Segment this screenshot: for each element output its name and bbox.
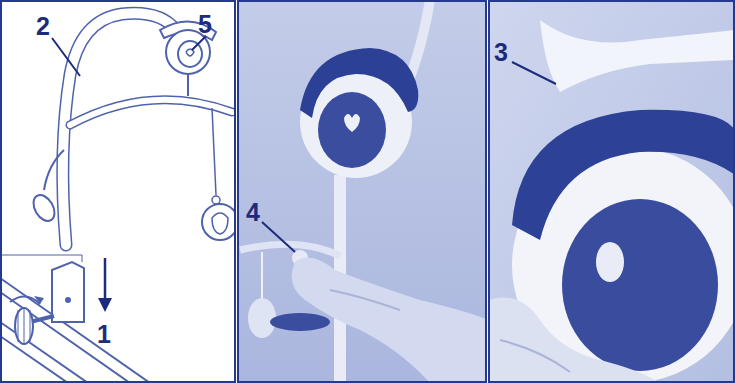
clamp-screw: [65, 297, 71, 303]
toy-string: [261, 252, 263, 300]
panel-background: [2, 2, 234, 381]
callout-number: 4: [246, 198, 260, 226]
leader-line: [192, 36, 206, 50]
hanging-toy: [29, 191, 59, 224]
music-box-dial: [562, 199, 718, 371]
clamp-knob: [15, 308, 33, 344]
direction-arrowhead: [98, 298, 112, 312]
turn-arrowhead: [34, 296, 44, 304]
panel-background: [239, 2, 485, 381]
knob-grip: [18, 308, 30, 344]
photo-panel: [490, 2, 733, 381]
direction-arrow: [104, 258, 107, 300]
mobile-arm-outline: [63, 13, 176, 245]
toy-string: [44, 150, 64, 190]
hand: [490, 298, 660, 382]
callout-number: 5: [198, 10, 212, 38]
panel-frame: [1, 1, 235, 382]
music-box-chain: [187, 74, 189, 96]
callout-number: 2: [36, 12, 50, 40]
finger-crease: [500, 340, 570, 372]
callout-number: 3: [494, 38, 508, 66]
crossbar-fill: [70, 100, 232, 125]
crib-rail: [2, 336, 68, 381]
crossbar: [240, 244, 340, 256]
leader-line: [262, 222, 295, 252]
hanging-toy: [270, 313, 330, 331]
pacifier-toy: [202, 204, 234, 240]
crossbar-outline: [70, 100, 232, 125]
leader-line: [52, 38, 80, 76]
leader-line: [512, 62, 556, 84]
photo-panel: [239, 2, 485, 381]
hanging-toy: [248, 298, 276, 338]
pacifier-detail: [212, 213, 228, 234]
inset-border: [2, 255, 82, 256]
mobile-arm-fill: [63, 13, 176, 245]
dial-highlight: [596, 242, 624, 282]
music-box-dial: [318, 92, 386, 168]
crib-clamp: [52, 262, 84, 322]
hanger-clip: [540, 20, 733, 92]
heart-button: [344, 114, 360, 132]
toy-ring: [212, 196, 220, 204]
callout-number: 1: [97, 320, 111, 348]
hand: [292, 258, 485, 382]
finger-crease: [330, 290, 400, 310]
panel-frame: [489, 1, 734, 382]
line-drawing-panel: [2, 2, 234, 381]
panel-frame: [238, 1, 486, 382]
inset-border: [82, 255, 83, 262]
toy-string: [212, 108, 216, 195]
